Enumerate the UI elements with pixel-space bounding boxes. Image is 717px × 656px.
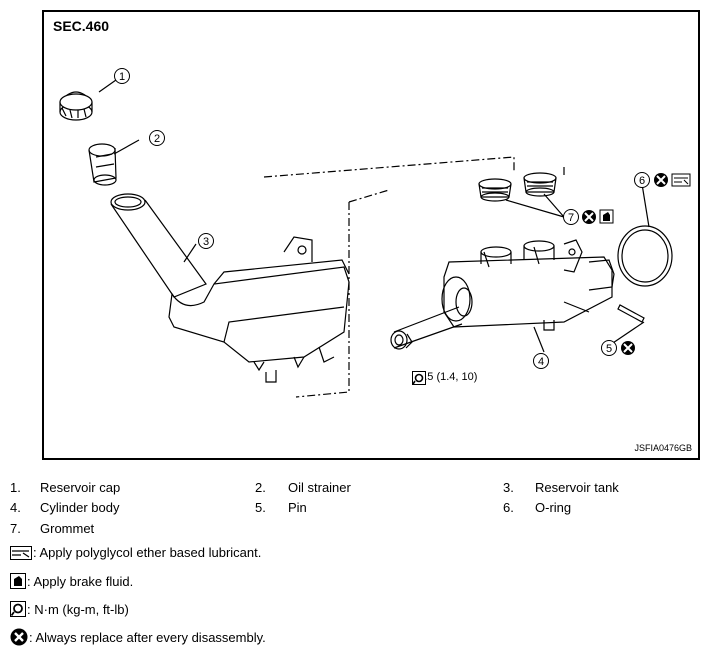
torque-icon [412,371,426,385]
legend-num: 5. [255,500,266,515]
pin-drawing [617,304,645,323]
note-text: : Apply polyglycol ether based lubricant… [33,545,262,560]
note-text: : N·m (kg-m, ft-lb) [27,601,129,617]
replace-icon [654,173,668,187]
svg-text:1: 1 [119,71,125,83]
note-replace: : Always replace after every disassembly… [10,628,266,646]
callout-1: 1 [114,68,130,84]
reservoir-cap-drawing [59,91,93,121]
torque-value: 13.5 (1.4, 10) [412,371,478,383]
legend-num: 2. [255,480,266,495]
callout-6: 6 [634,172,650,188]
legend-label: O-ring [535,500,572,515]
replace-icon [582,210,596,224]
svg-text:6: 6 [639,175,645,187]
replace-icon [10,628,28,646]
legend-label: Pin [288,500,307,515]
legend-label: Grommet [40,521,95,536]
figure-id: JSFIA0476GB [634,443,692,453]
note-text: : Always replace after every disassembly… [29,629,266,645]
callout-7: 7 [563,209,579,225]
svg-text:4: 4 [538,356,544,368]
callout-5: 5 [601,340,617,356]
section-label: SEC.460 [53,18,110,34]
torque-icon [10,601,26,617]
legend-num: 7. [10,521,21,536]
legend-label: Reservoir cap [40,480,121,495]
exploded-view-figure: 1 2 3 4 5 6 7 SEC.460 [42,10,700,460]
svg-text:2: 2 [154,133,160,145]
grommets-drawing [478,172,557,202]
svg-text:7: 7 [568,212,574,224]
torque-spec: 13.5 (1.4, 10) [412,371,478,385]
note-brake-fluid: : Apply brake fluid. [10,573,133,589]
diagram-drawing: 1 2 3 4 5 6 7 [59,68,691,398]
legend-num: 4. [10,500,21,515]
guide-lines [263,156,565,398]
note-lubricant: : Apply polyglycol ether based lubricant… [10,545,261,560]
o-ring-drawing [617,225,673,287]
callout-2: 2 [149,130,165,146]
callout-4: 4 [533,353,549,369]
legend-num: 6. [503,500,514,515]
note-torque: : N·m (kg-m, ft-lb) [10,601,129,617]
reservoir-tank-drawing [110,193,350,383]
leader-lines [98,79,650,353]
bolt-drawing [390,306,463,350]
lubricant-icon [671,173,691,187]
cylinder-body-drawing [441,239,615,331]
brake-fluid-icon [10,573,26,589]
lubricant-icon [10,545,32,560]
svg-text:5: 5 [606,343,612,355]
legend-label: Reservoir tank [535,480,619,495]
oil-strainer-drawing [88,143,117,186]
brake-fluid-icon [599,209,614,224]
legend-num: 1. [10,480,21,495]
legend-num: 3. [503,480,514,495]
svg-text:3: 3 [203,236,209,248]
callout-3: 3 [198,233,214,249]
legend-label: Cylinder body [40,500,120,515]
legend-label: Oil strainer [288,480,351,495]
replace-icon [621,341,635,355]
note-text: : Apply brake fluid. [27,573,134,589]
